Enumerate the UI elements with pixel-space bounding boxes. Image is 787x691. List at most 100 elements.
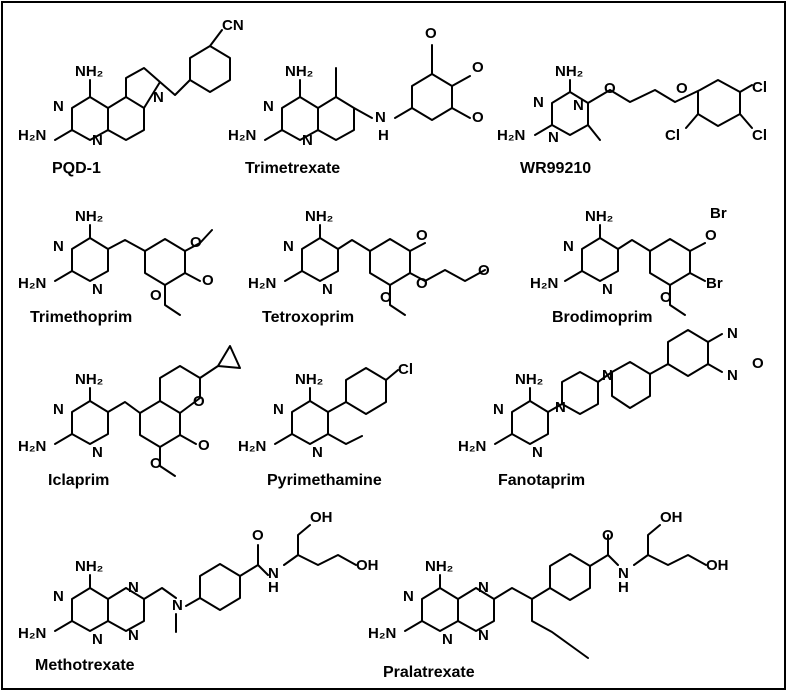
structure-brodimoprim: NH₂ N N H₂N Br O Br O Brodimoprim xyxy=(530,205,727,326)
structure-tetroxoprim: NH₂ N N H₂N O O O O Tetroxoprim xyxy=(248,208,490,326)
atom-label: NH₂ xyxy=(585,208,613,225)
atom-label: Br xyxy=(710,205,727,222)
structure-trimethoprim: NH₂ N N H₂N O O O Trimethoprim xyxy=(18,208,214,326)
atom-label: O xyxy=(472,109,484,126)
atom-label: O xyxy=(752,355,764,372)
atom-label: N xyxy=(727,367,738,384)
atom-label: NH₂ xyxy=(75,208,103,225)
atom-label: N xyxy=(53,401,64,418)
atom-label: O xyxy=(472,59,484,76)
atom-label: N xyxy=(302,132,313,149)
structure-pqd-1: NH₂ N N H₂N N CN PQD-1 xyxy=(18,17,244,177)
atom-label: OH xyxy=(310,509,333,526)
compound-name-methotrexate: Methotrexate xyxy=(35,657,135,674)
atom-label: N xyxy=(403,588,414,605)
atom-label: O xyxy=(478,262,490,279)
atom-label: N xyxy=(172,597,183,614)
atom-label: O xyxy=(602,527,614,544)
atom-label: NH₂ xyxy=(285,63,313,80)
atom-label: H₂N xyxy=(530,275,558,292)
atom-label: NH₂ xyxy=(305,208,333,225)
atom-label: N xyxy=(92,281,103,298)
atom-label: Cl xyxy=(398,361,413,378)
compound-name-tetroxoprim: Tetroxoprim xyxy=(262,309,354,326)
atom-label: O xyxy=(380,289,392,306)
atom-label: N xyxy=(153,89,164,106)
structure-pyrimethamine: NH₂ N N H₂N Cl Pyrimethamine xyxy=(238,361,413,489)
atom-label: O xyxy=(193,393,205,410)
atom-label: O xyxy=(604,80,616,97)
atom-label: N xyxy=(322,281,333,298)
atom-label: O xyxy=(416,275,428,292)
atom-label: H₂N xyxy=(18,275,46,292)
atom-label: O xyxy=(660,289,672,306)
atom-label: N xyxy=(92,631,103,648)
atom-label: O xyxy=(190,234,202,251)
compound-name-fanotaprim: Fanotaprim xyxy=(498,472,585,489)
atom-label: N xyxy=(533,94,544,111)
atom-label: H₂N xyxy=(18,438,46,455)
compound-name-trimetrexate: Trimetrexate xyxy=(245,160,340,177)
compound-name-brodimoprim: Brodimoprim xyxy=(552,309,652,326)
atom-label: N xyxy=(375,109,386,126)
structure-wr99210: NH₂ N N N H₂N O O Cl Cl Cl WR99210 xyxy=(497,63,767,177)
structure-pralatrexate: NH₂ N N H₂N N N O N H OH OH Pralatrexate xyxy=(368,509,729,681)
compound-name-pyrimethamine: Pyrimethamine xyxy=(267,472,382,489)
atom-label: H₂N xyxy=(497,127,525,144)
atom-label: Cl xyxy=(752,127,767,144)
atom-label: N xyxy=(53,238,64,255)
atom-label: N xyxy=(442,631,453,648)
structure-iclaprim: NH₂ N N H₂N O O O Iclaprim xyxy=(18,345,241,489)
atom-label: N xyxy=(573,97,584,114)
atom-label: N xyxy=(602,367,613,384)
atom-label: N xyxy=(283,238,294,255)
atom-label: N xyxy=(53,588,64,605)
atom-label: O xyxy=(425,25,437,42)
atom-label: O xyxy=(150,455,162,472)
atom-label: NH₂ xyxy=(295,371,323,388)
atom-label: H₂N xyxy=(18,625,46,642)
atom-label: NH₂ xyxy=(555,63,583,80)
atom-label: O xyxy=(705,227,717,244)
atom-label: O xyxy=(252,527,264,544)
atom-label: OH xyxy=(706,557,729,574)
structure-methotrexate: NH₂ N N H₂N N N N O N H OH OH Methotrexa… xyxy=(18,509,379,674)
compound-name-wr99210: WR99210 xyxy=(520,160,591,177)
atom-label: N xyxy=(602,281,613,298)
compound-name-pralatrexate: Pralatrexate xyxy=(383,664,475,681)
compound-name-iclaprim: Iclaprim xyxy=(48,472,109,489)
atom-label: OH xyxy=(660,509,683,526)
atom-label: Cl xyxy=(665,127,680,144)
atom-label: N xyxy=(53,98,64,115)
atom-label: N xyxy=(312,444,323,461)
atom-label: OH xyxy=(356,557,379,574)
atom-label: N xyxy=(263,98,274,115)
atom-label: N xyxy=(618,565,629,582)
atom-label: H₂N xyxy=(228,127,256,144)
atom-label: N xyxy=(727,325,738,342)
atom-label: N xyxy=(548,129,559,146)
atom-label: O xyxy=(676,80,688,97)
atom-label: N xyxy=(478,579,489,596)
atom-label: H₂N xyxy=(458,438,486,455)
atom-label: NH₂ xyxy=(425,558,453,575)
atom-label: NH₂ xyxy=(75,63,103,80)
compound-name-pqd-1: PQD-1 xyxy=(52,160,101,177)
atom-label: H₂N xyxy=(248,275,276,292)
atom-label: N xyxy=(563,238,574,255)
atom-label: H xyxy=(268,579,279,596)
structure-trimetrexate: NH₂ N N H₂N N H O O O Trimetrexate xyxy=(228,25,484,177)
atom-label: CN xyxy=(222,17,244,34)
atom-label: Br xyxy=(706,275,723,292)
atom-label: NH₂ xyxy=(75,371,103,388)
atom-label: H xyxy=(378,127,389,144)
atom-label: N xyxy=(128,627,139,644)
atom-label: N xyxy=(92,132,103,149)
atom-label: H xyxy=(618,579,629,596)
atom-label: N xyxy=(493,401,504,418)
atom-label: H₂N xyxy=(18,127,46,144)
compound-name-trimethoprim: Trimethoprim xyxy=(30,309,132,326)
atom-label: O xyxy=(202,272,214,289)
